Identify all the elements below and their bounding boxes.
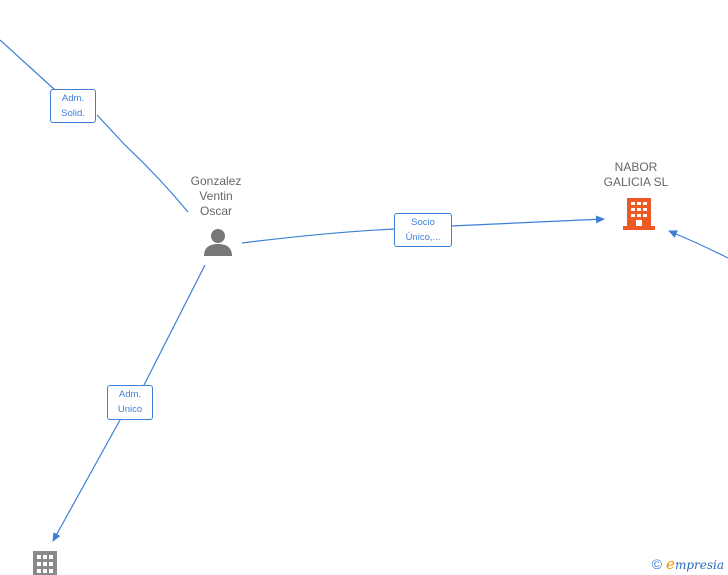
edge-adm-solid-line — [0, 39, 189, 213]
empresia-logo: empresia — [666, 555, 724, 573]
empresia-watermark: © empresia — [652, 555, 724, 573]
person-icon[interactable] — [204, 229, 232, 256]
person-name-line-1: Gonzalez — [190, 174, 242, 188]
company-name-line-2: GALICIA SL — [603, 175, 669, 189]
edge-label-socio-unico-line-1: Socio — [411, 217, 435, 228]
company-name-line-1: NABOR — [614, 160, 658, 174]
edge-label-adm-solid-line-1: Adm. — [61, 93, 85, 104]
empresia-logo-initial: e — [666, 555, 675, 573]
copyright-symbol: © — [651, 556, 663, 572]
edge-label-adm-solid[interactable]: Adm. Solid. — [50, 89, 96, 123]
edge-incoming-right-line — [668, 230, 728, 259]
company-name[interactable]: NABOR GALICIA SL — [586, 160, 686, 190]
person-name-line-2: Ventin — [199, 189, 233, 203]
person-name[interactable]: Gonzalez Ventin Oscar — [176, 174, 256, 219]
person-name-line-3: Oscar — [199, 204, 232, 218]
edge-label-adm-solid-line-2: Solid. — [61, 108, 85, 119]
edge-adm-unico-line — [53, 264, 206, 541]
edge-label-socio-unico-line-2: Único,... — [405, 232, 441, 243]
edge-label-adm-unico[interactable]: Adm. Unico — [107, 385, 153, 420]
building-icon[interactable] — [623, 198, 655, 230]
edge-label-adm-unico-line-2: Unico — [117, 404, 143, 415]
edge-socio-unico-line — [241, 219, 604, 244]
empresia-logo-text: mpresia — [674, 558, 724, 572]
building-icon[interactable] — [33, 551, 57, 575]
edge-label-socio-unico[interactable]: Socio Único,... — [394, 213, 452, 247]
edge-label-adm-unico-line-1: Adm. — [118, 389, 142, 400]
